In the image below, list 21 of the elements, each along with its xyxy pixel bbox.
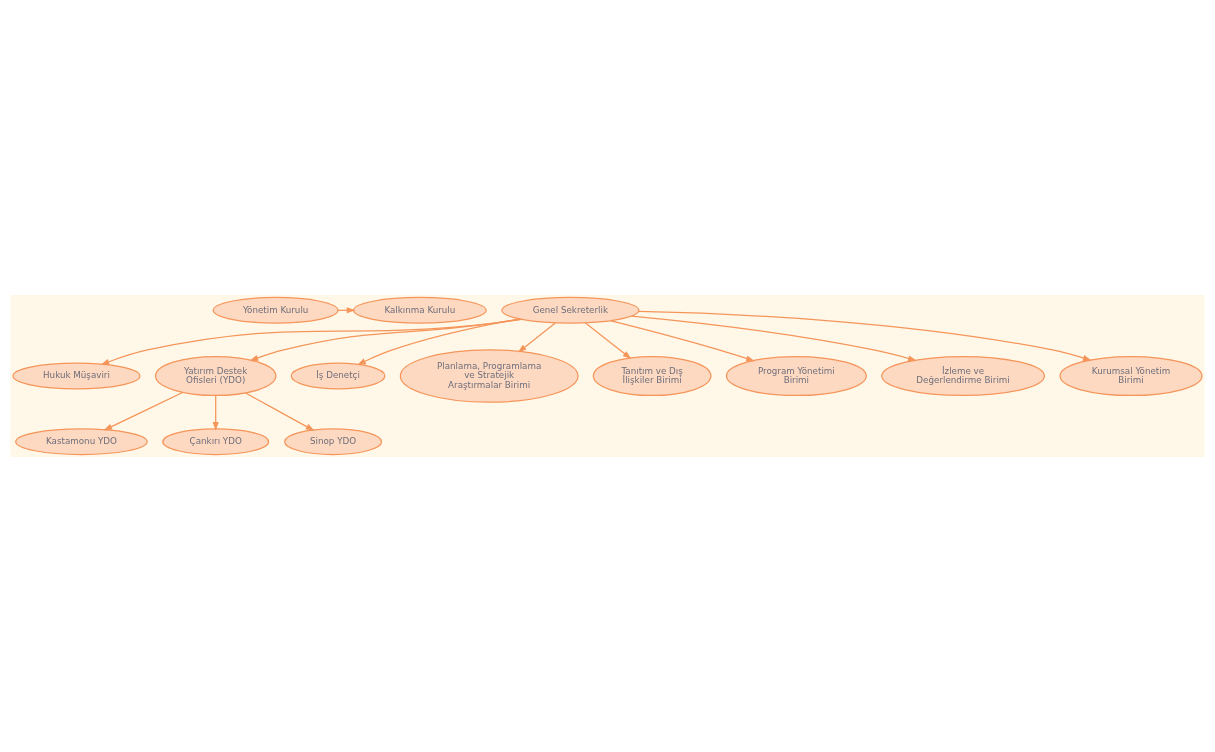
arrow [212, 394, 219, 431]
node-ellipse: Kalkınma Kurulu [352, 296, 487, 324]
node-ellipse: Kastamonu YDO [15, 428, 148, 456]
node-ellipse: Planlama, Programlama ve Stratejik Araştırmalar Birimi [399, 349, 579, 403]
arrow [103, 391, 184, 431]
arrow [100, 318, 523, 365]
arrow [357, 318, 521, 366]
arrow [584, 322, 632, 360]
arrow [637, 310, 1092, 361]
node-ellipse: İş Denetçi [290, 362, 386, 390]
arrow [517, 322, 556, 353]
arrow [249, 318, 522, 361]
node-ellipse: Çankırı YDO [162, 428, 270, 456]
node-ellipse: Sinop YDO [284, 428, 383, 456]
node-ellipse: Hukuk Müşaviri [12, 362, 141, 390]
arrow [630, 315, 917, 362]
node-ellipse: Genel Sekreterlik [501, 296, 640, 324]
arrow [245, 392, 315, 431]
node-ellipse: Tanıtım ve Dış İlişkiler Birimi [592, 355, 712, 397]
arrow [609, 320, 755, 362]
node-ellipse: Yönetim Kurulu [212, 296, 339, 324]
